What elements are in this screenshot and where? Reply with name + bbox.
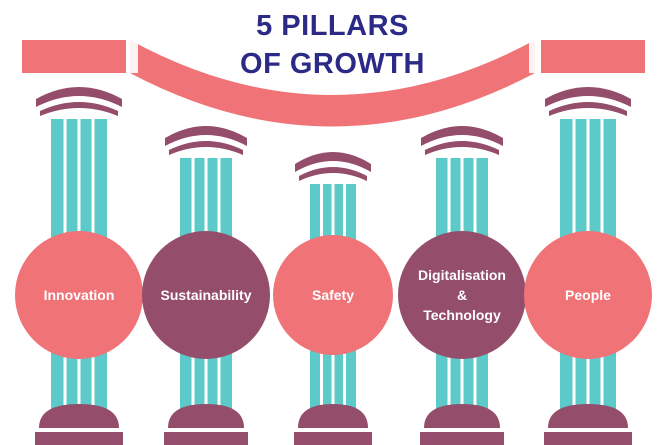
pillar-circle-innovation bbox=[15, 231, 143, 359]
pillar-circle-digitalisation bbox=[398, 231, 526, 359]
pillar-base-plinth bbox=[294, 432, 372, 445]
pillar-capital-arch bbox=[425, 141, 499, 155]
pillar-label-line: People bbox=[565, 287, 611, 303]
pillar-capital-arch bbox=[40, 102, 118, 116]
pillar-base-plinth bbox=[164, 432, 248, 445]
diagram-title-line-1: 5 PILLARS bbox=[256, 10, 409, 42]
pillar-label-line: Safety bbox=[311, 287, 355, 303]
banner-left-block bbox=[22, 40, 126, 73]
pillar-label-line: Innovation bbox=[43, 287, 115, 303]
pillar-capital-arch bbox=[169, 141, 243, 155]
pillar-capital-arch bbox=[545, 87, 631, 107]
pillar-base-dome bbox=[168, 404, 244, 428]
pillar-base-dome bbox=[424, 404, 500, 428]
banner-ribbon-shadow bbox=[529, 40, 541, 73]
pillar-base-plinth bbox=[35, 432, 123, 445]
pillar-capital-arch bbox=[165, 126, 247, 146]
pillar-label-innovation: Innovation bbox=[15, 285, 143, 305]
pillar-capital-arch bbox=[421, 126, 503, 146]
banner-right-block bbox=[541, 40, 645, 73]
pillar-label-line: Digitalisation bbox=[418, 267, 506, 283]
pillar-capital-arch bbox=[299, 167, 367, 181]
pillar-label-people: People bbox=[524, 285, 652, 305]
pillar-capital-arch bbox=[549, 102, 627, 116]
pillar-base-dome bbox=[39, 404, 119, 428]
pillar-label-safety: Safety bbox=[273, 285, 393, 305]
pillar-label-line: Sustainability bbox=[160, 287, 252, 303]
pillar-label-sustainability: Sustainability bbox=[142, 285, 270, 305]
pillar-circle-sustainability bbox=[142, 231, 270, 359]
pillar-label-line: Technology bbox=[423, 307, 501, 323]
pillar-circle-people bbox=[524, 231, 652, 359]
pillar-base-plinth bbox=[544, 432, 632, 445]
pillar-label-line: & bbox=[456, 287, 468, 303]
diagram-title-line-2: OF GROWTH bbox=[240, 48, 425, 80]
banner-ribbon bbox=[130, 40, 535, 127]
pillar-capital-arch bbox=[36, 87, 122, 107]
banner-ribbon-shadow bbox=[126, 40, 138, 73]
pillar-base-dome bbox=[548, 404, 628, 428]
pillar-capital-arch bbox=[295, 152, 371, 172]
pillar-base-dome bbox=[298, 404, 368, 428]
pillar-circle-safety bbox=[273, 235, 393, 355]
pillar-base-plinth bbox=[420, 432, 504, 445]
pillar-label-digitalisation: Digitalisation & Technology bbox=[398, 265, 526, 325]
